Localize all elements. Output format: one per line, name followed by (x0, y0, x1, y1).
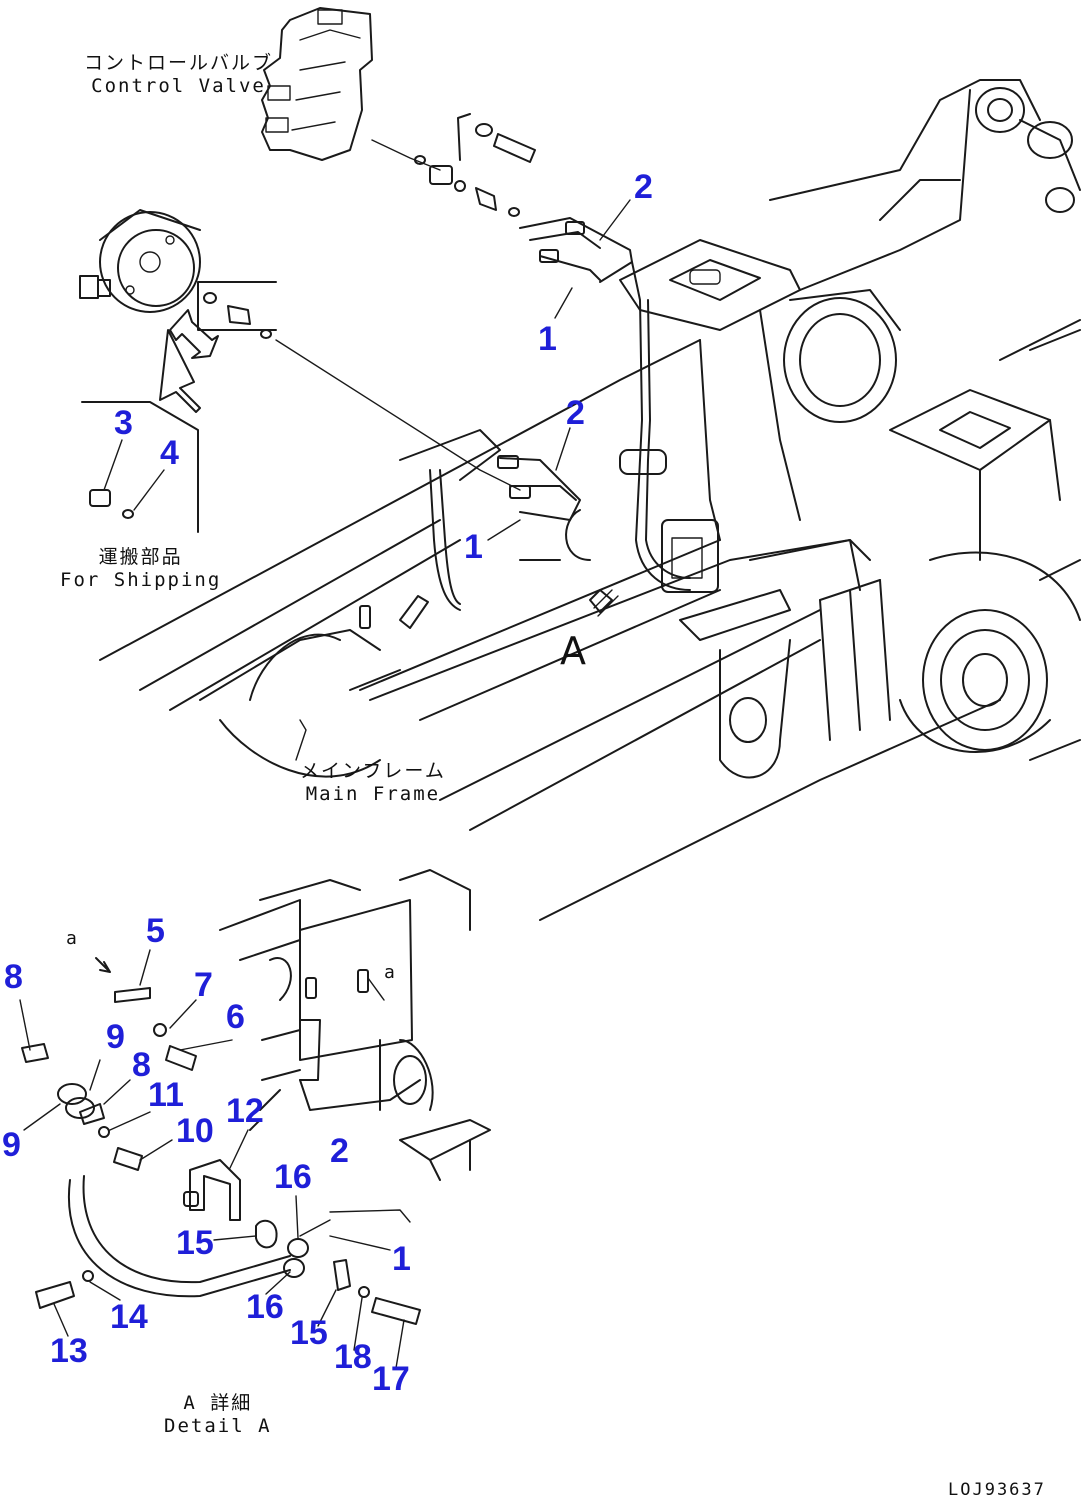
callout-5[interactable]: 5 (146, 912, 165, 950)
detail-a-label-jp: A 詳細 (183, 1392, 253, 1414)
callout-3-shipping-plug[interactable]: 3 (114, 404, 133, 442)
callout-15-bottom[interactable]: 15 (290, 1314, 328, 1352)
callout-10[interactable]: 10 (176, 1112, 214, 1150)
view-letter-a-small-2: a (384, 962, 395, 983)
callout-9-top[interactable]: 9 (106, 1018, 125, 1056)
main-frame-label-en: Main Frame (305, 783, 441, 805)
detail-a-label: A 詳細 Detail A (164, 1392, 272, 1438)
view-letter-a-small-1: a (66, 928, 77, 949)
for-shipping-label-en: For Shipping (60, 569, 222, 591)
main-frame-drawing (99, 79, 1081, 921)
main-frame-label-jp: メインフレーム (300, 760, 446, 782)
callout-2-detail[interactable]: 2 (330, 1132, 349, 1170)
callout-14[interactable]: 14 (110, 1298, 148, 1336)
tank-fitting-bracket (197, 281, 521, 491)
detail-a-drawing (21, 869, 491, 1325)
callout-1-detail[interactable]: 1 (392, 1240, 411, 1278)
callout-9-bottom[interactable]: 9 (2, 1126, 21, 1164)
control-valve-drawing (261, 7, 441, 171)
control-valve-label-en: Control Valve (91, 75, 266, 97)
callout-2-mid-hose[interactable]: 2 (566, 394, 585, 432)
callout-8-top[interactable]: 8 (4, 958, 23, 996)
callout-17[interactable]: 17 (372, 1360, 410, 1398)
view-letter-a: A (560, 629, 586, 673)
for-shipping-label-jp: 運搬部品 (98, 546, 183, 568)
callout-1-valve-hose[interactable]: 1 (538, 320, 557, 358)
main-frame-label: メインフレーム Main Frame (300, 760, 446, 806)
valve-fittings (414, 113, 536, 217)
callout-16-top[interactable]: 16 (274, 1158, 312, 1196)
tank-cover-drawing (79, 209, 201, 313)
callout-13[interactable]: 13 (50, 1332, 88, 1370)
shipping-bracket (81, 401, 199, 533)
control-valve-label: コントロールバルブ Control Valve (84, 52, 273, 98)
callout-6[interactable]: 6 (226, 998, 245, 1036)
for-shipping-label: 運搬部品 For Shipping (60, 546, 221, 592)
callout-11[interactable]: 11 (148, 1076, 184, 1114)
callout-leaders (19, 199, 631, 1369)
callout-18[interactable]: 18 (334, 1338, 372, 1376)
callout-8-mid[interactable]: 8 (132, 1046, 151, 1084)
detail-a-label-en: Detail A (164, 1415, 272, 1437)
control-valve-label-jp: コントロールバルブ (84, 52, 274, 74)
hose-upper (519, 217, 651, 461)
callout-1-mid-hose[interactable]: 1 (464, 528, 483, 566)
drawing-number: LOJ93637 (948, 1480, 1046, 1500)
double-arrow (159, 309, 219, 413)
callout-12[interactable]: 12 (226, 1092, 264, 1130)
callout-2-valve-hose[interactable]: 2 (634, 168, 653, 206)
callout-7[interactable]: 7 (194, 966, 213, 1004)
callout-16-bottom[interactable]: 16 (246, 1288, 284, 1326)
callout-4-shipping-oring[interactable]: 4 (160, 434, 179, 472)
callout-15-top[interactable]: 15 (176, 1224, 214, 1262)
